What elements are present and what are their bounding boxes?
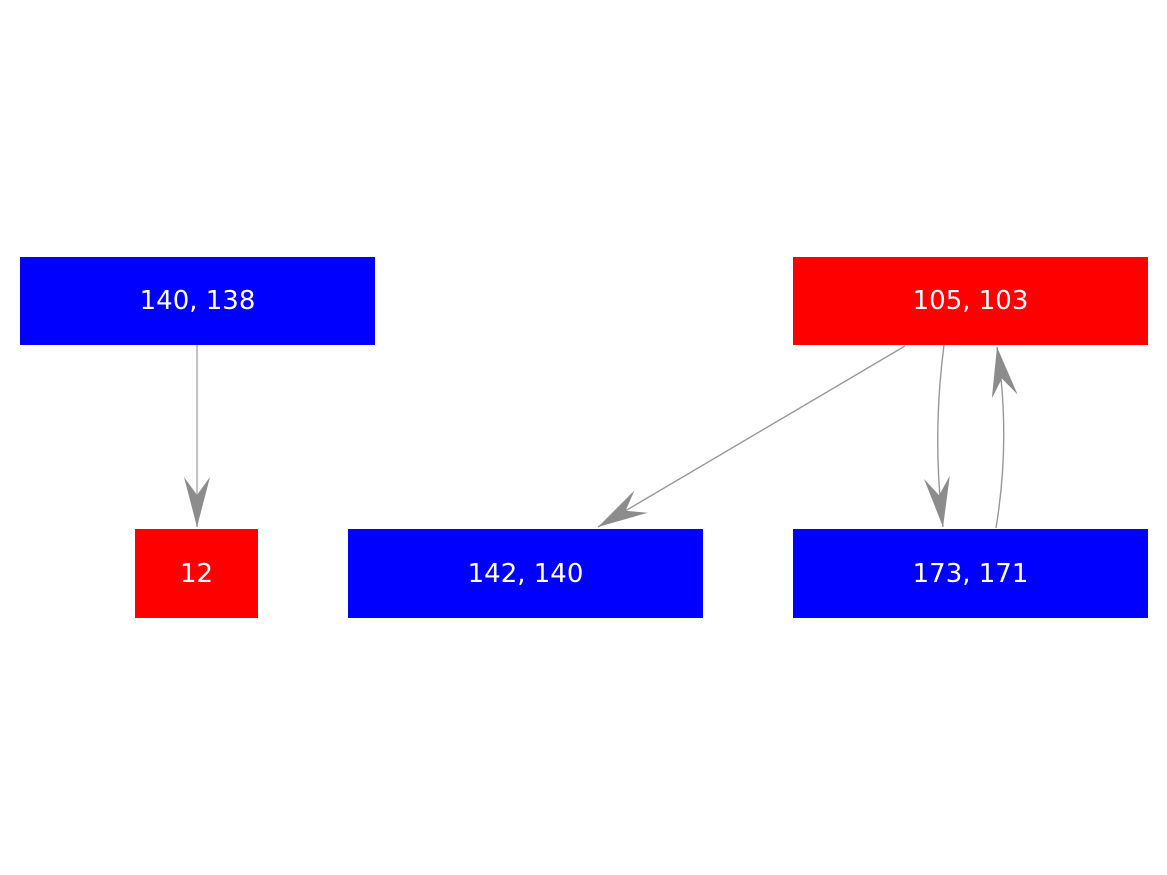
node-105-103: 105, 103 bbox=[793, 257, 1148, 345]
node-12: 12 bbox=[135, 529, 258, 618]
node-140-138: 140, 138 bbox=[20, 257, 375, 345]
edge-105-103-to-142-140 bbox=[597, 345, 906, 528]
edge-105-103-to-173-171 bbox=[924, 344, 950, 528]
node-173-171: 173, 171 bbox=[793, 529, 1148, 618]
edge-173-171-to-105-103 bbox=[991, 346, 1018, 529]
node-142-140: 142, 140 bbox=[348, 529, 703, 618]
